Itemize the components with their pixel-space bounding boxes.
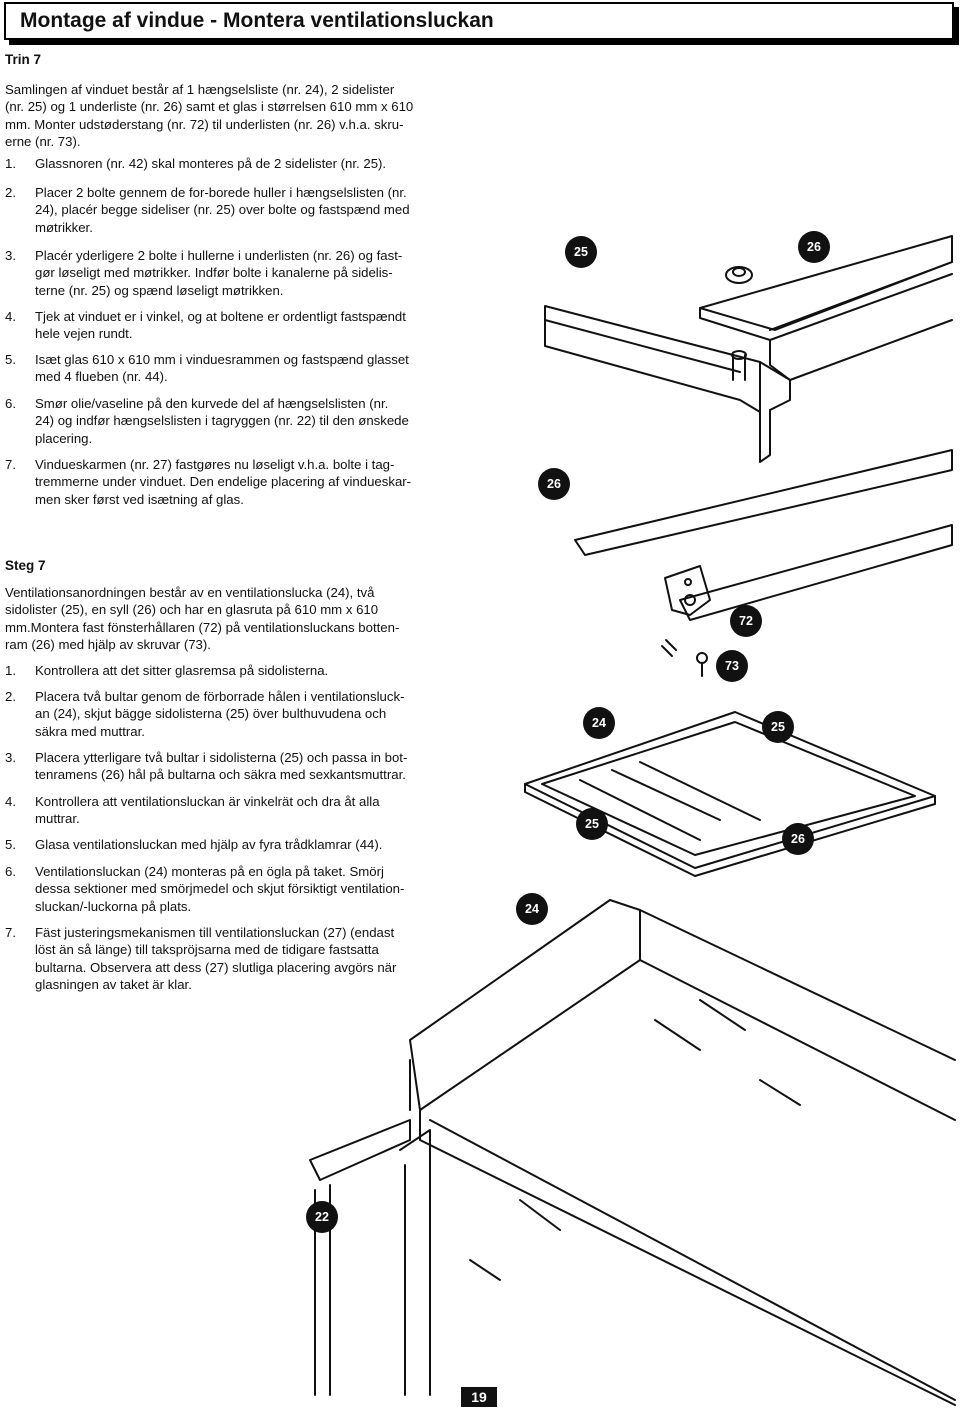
text-line: Placér yderligere 2 bolte i hullerne i u… bbox=[35, 248, 403, 263]
steg-step-3: 3. Placera ytterligare två bultar i sido… bbox=[5, 749, 453, 784]
step-number: 3. bbox=[5, 248, 16, 263]
part-callout: 24 bbox=[516, 893, 548, 925]
part-callout: 26 bbox=[798, 231, 830, 263]
text-line: Glasa ventilationsluckan med hjälp av fy… bbox=[35, 837, 383, 852]
text-line: bultarna. Observera att dess (27) slutli… bbox=[35, 959, 397, 975]
page-title-bar: Montage af vindue - Montera ventilations… bbox=[4, 2, 954, 40]
text-line: (nr. 25) og 1 underliste (nr. 26) samt e… bbox=[5, 99, 414, 115]
text-line: tenramens (26) hål på bultarna och säkra… bbox=[35, 767, 406, 783]
window-frame-illustration bbox=[524, 711, 936, 877]
step-number: 5. bbox=[5, 837, 16, 852]
text-line: Fäst justeringsmekanismen till ventilati… bbox=[35, 925, 395, 940]
step-number: 3. bbox=[5, 750, 16, 765]
part-callout: 22 bbox=[306, 1201, 338, 1233]
text-line: säkra med muttrar. bbox=[35, 723, 145, 739]
step-number: 2. bbox=[5, 689, 16, 704]
text-line: erne (nr. 73). bbox=[5, 134, 81, 150]
text-line: an (24), skjut bägge sidolisterna (25) ö… bbox=[35, 706, 387, 722]
trin-step-2: 2. Placer 2 bolte gennem de for-borede h… bbox=[5, 184, 453, 236]
part-callout: 24 bbox=[583, 707, 615, 739]
part-callout: 73 bbox=[716, 650, 748, 682]
part-callout: 72 bbox=[730, 605, 762, 637]
text-line: sluckan/-luckorna på plats. bbox=[35, 898, 192, 914]
step-number: 1. bbox=[5, 663, 16, 678]
page-number: 19 bbox=[461, 1387, 497, 1407]
text-line: med 4 flueben (nr. 44). bbox=[35, 369, 168, 385]
text-line: löst än så länge) till takspröjsarna med… bbox=[35, 942, 379, 958]
text-line: Kontrollera att det sitter glasremsa på … bbox=[35, 663, 329, 678]
trin-step-4: 4. Tjek at vinduet er i vinkel, og at bo… bbox=[5, 308, 453, 343]
steg-step-7: 7. Fäst justeringsmekanismen till ventil… bbox=[5, 924, 453, 994]
step-number: 5. bbox=[5, 352, 16, 367]
step-number: 6. bbox=[5, 396, 16, 411]
step-number: 7. bbox=[5, 457, 16, 472]
text-line: Placera två bultar genom de förborrade h… bbox=[35, 689, 405, 704]
text-line: dessa sektioner med smörjmedel och skjut… bbox=[35, 881, 405, 897]
page-title: Montage af vindue - Montera ventilations… bbox=[20, 9, 494, 32]
steg-step-4: 4. Kontrollera att ventilationsluckan är… bbox=[5, 793, 453, 828]
text-line: Kontrollera att ventilationsluckan är vi… bbox=[35, 794, 380, 809]
trin-step-6: 6. Smør olie/vaseline på den kurvede del… bbox=[5, 395, 453, 447]
text-line: Samlingen af vinduet består af 1 hængsel… bbox=[5, 82, 395, 97]
roof-ridge-illustration bbox=[309, 899, 956, 1406]
text-line: men sker først ved isætning af glas. bbox=[35, 491, 244, 507]
text-line: Placer 2 bolte gennem de for-borede hull… bbox=[35, 185, 407, 200]
text-line: Ventilationsluckan (24) monteras på en ö… bbox=[35, 864, 384, 879]
trin-heading: Trin 7 bbox=[5, 52, 42, 67]
text-line: Isæt glas 610 x 610 mm i vinduesrammen o… bbox=[35, 352, 409, 367]
step-number: 1. bbox=[5, 156, 16, 171]
text-line: mm.Montera fast fönsterhållaren (72) på … bbox=[5, 619, 400, 635]
trin-step-1: 1. Glassnoren (nr. 42) skal monteres på … bbox=[5, 155, 453, 172]
step-number: 4. bbox=[5, 309, 16, 324]
trin-intro: Samlingen af vinduet består af 1 hængsel… bbox=[5, 81, 450, 151]
trin-step-5: 5. Isæt glas 610 x 610 mm i vinduesramme… bbox=[5, 351, 453, 386]
step-number: 4. bbox=[5, 794, 16, 809]
step-number: 7. bbox=[5, 925, 16, 940]
text-line: muttrar. bbox=[35, 811, 80, 827]
text-line: hele vejen rundt. bbox=[35, 326, 133, 342]
steg-step-1: 1. Kontrollera att det sitter glasremsa … bbox=[5, 662, 453, 679]
text-line: terne (nr. 25) og spænd løseligt møtrikk… bbox=[35, 282, 284, 298]
text-line: Smør olie/vaseline på den kurvede del af… bbox=[35, 396, 389, 411]
text-line: Tjek at vinduet er i vinkel, og at bolte… bbox=[35, 309, 406, 324]
part-callout: 26 bbox=[538, 468, 570, 500]
part-callout: 25 bbox=[762, 711, 794, 743]
text-line: glasningen av taket är klar. bbox=[35, 977, 192, 993]
trin-step-3: 3. Placér yderligere 2 bolte i hullerne … bbox=[5, 247, 453, 299]
text-line: sidolister (25), en syll (26) och har en… bbox=[5, 602, 379, 618]
steg-step-5: 5. Glasa ventilationsluckan med hjälp av… bbox=[5, 836, 453, 853]
step-number: 2. bbox=[5, 185, 16, 200]
text-line: Vindueskarmen (nr. 27) fastgøres nu løse… bbox=[35, 457, 395, 472]
opener-rod-illustration bbox=[574, 449, 953, 677]
rail-joint-illustration bbox=[544, 235, 953, 463]
steg-step-2: 2. Placera två bultar genom de förborrad… bbox=[5, 688, 453, 740]
text-line: Placera ytterligare två bultar i sidolis… bbox=[35, 750, 408, 765]
text-line: mm. Monter udstøderstang (nr. 72) til un… bbox=[5, 116, 404, 132]
text-line: placering. bbox=[35, 430, 93, 446]
text-line: gør løseligt med møtrikker. Indfør bolte… bbox=[35, 265, 393, 281]
text-line: 24) og indfør hængselslisten i tagryggen… bbox=[35, 413, 409, 429]
trin-step-7: 7. Vindueskarmen (nr. 27) fastgøres nu l… bbox=[5, 456, 453, 508]
text-line: Glassnoren (nr. 42) skal monteres på de … bbox=[35, 156, 387, 171]
steg-heading: Steg 7 bbox=[5, 558, 46, 573]
text-line: møtrikker. bbox=[35, 219, 93, 235]
part-callout: 25 bbox=[565, 236, 597, 268]
text-line: Ventilationsanordningen består av en ven… bbox=[5, 585, 375, 600]
part-callout: 26 bbox=[782, 823, 814, 855]
text-line: ram (26) med hjälp av skruvar (73). bbox=[5, 637, 211, 653]
step-number: 6. bbox=[5, 864, 16, 879]
text-line: 24), placér begge sideliser (nr. 25) ove… bbox=[35, 202, 410, 218]
steg-intro: Ventilationsanordningen består av en ven… bbox=[5, 584, 450, 654]
text-line: tremmerne under vinduet. Den endelige pl… bbox=[35, 474, 412, 490]
part-callout: 25 bbox=[576, 808, 608, 840]
steg-step-6: 6. Ventilationsluckan (24) monteras på e… bbox=[5, 863, 453, 915]
